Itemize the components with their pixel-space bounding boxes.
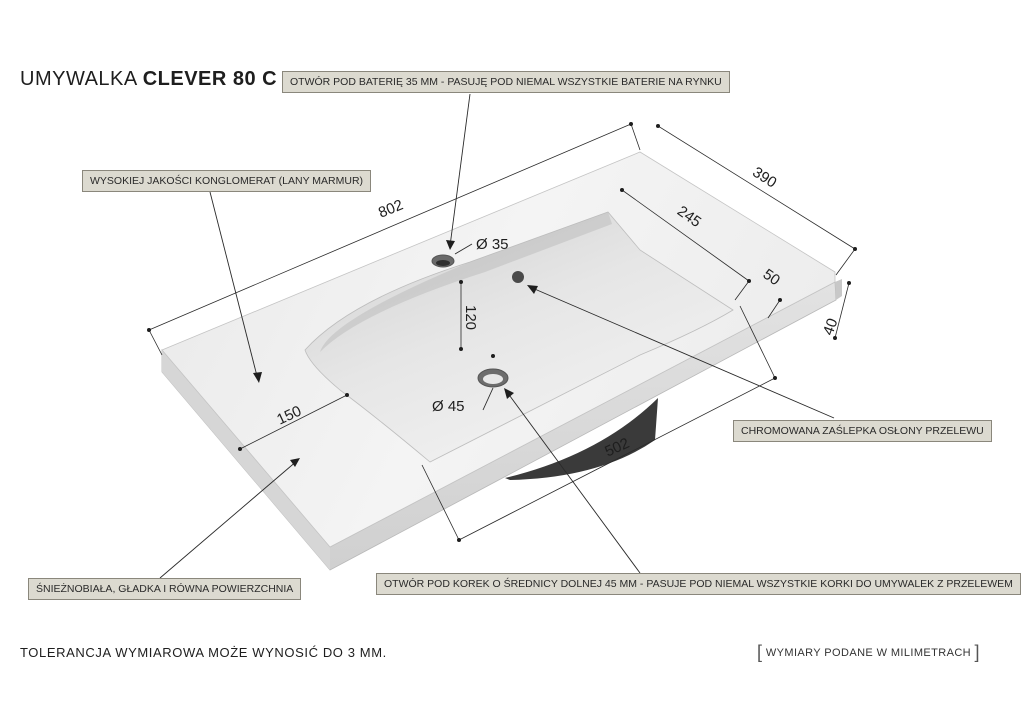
dim-thickness: 40 [820,316,842,337]
dim-basin-depth-line [621,189,750,282]
dim-tap-offset: 120 [462,305,479,330]
basin-underside [505,398,658,480]
callout-material: WYSOKIEJ JAKOŚCI KONGLOMERAT (LANY MARMU… [82,170,372,192]
dimension-points [147,122,857,542]
overflow-cap [512,271,524,283]
basin-diagram: 802 390 245 50 40 120 150 502 Ø 35 Ø 45 [147,93,857,579]
dim-drain-diameter: Ø 45 [432,398,465,415]
dim-depth-line [657,125,856,276]
tap-hole-inner [436,260,450,266]
leader-lines [159,93,835,579]
bracket-open: [ [757,642,763,662]
title-prefix: UMYWALKA [20,68,143,90]
dim-ledge-line [239,394,348,450]
dim-thickness-line [834,282,850,339]
leader-drain-dia [482,387,494,411]
dim-rim: 50 [760,266,783,289]
dim-basin-length-line [421,305,776,541]
leader-surface [159,459,299,579]
bracket-close: ] [974,642,980,662]
callout-surface: ŚNIEŻNOBIAŁA, GŁADKA I RÓWNA POWIERZCHNI… [28,578,302,600]
title-model: CLEVER 80 C [142,68,278,90]
drain-hole-inner [483,374,503,384]
bowl-inner-shadow [320,212,612,352]
units-text: WYMIARY PODANE W MILIMETRACH [765,647,972,659]
leader-tap-dia [454,243,473,255]
leader-tap-hole [449,93,471,247]
dim-length-line [148,123,641,356]
leader-drain [506,391,641,574]
bowl [304,211,734,463]
dimension-lines [148,123,856,541]
dim-length: 802 [376,196,406,221]
tolerance-note: TOLERANCJA WYMIAROWA MOŻE WYNOSIĆ DO 3 M… [20,645,387,660]
leader-overflow [529,286,835,419]
callout-tap-hole: OTWÓR POD BATERIĘ 35 MM - PASUJĘ POD NIE… [282,71,730,93]
units-note: [ WYMIARY PODANE W MILIMETRACH ] [757,642,980,663]
right-end [835,279,842,300]
page-title: UMYWALKA CLEVER 80 C [20,68,277,91]
dim-depth: 390 [749,164,779,192]
leader-material [209,191,259,381]
dim-rim-line [734,280,781,319]
leader-arrows [253,240,538,467]
left-face [162,350,330,570]
callout-overflow: CHROMOWANA ZAŚLEPKA OSŁONY PRZELEWU [733,420,992,442]
callout-drain: OTWÓR POD KOREK O ŚREDNICY DOLNEJ 45 MM … [376,573,1021,595]
dim-tap-diameter: Ø 35 [476,236,509,253]
